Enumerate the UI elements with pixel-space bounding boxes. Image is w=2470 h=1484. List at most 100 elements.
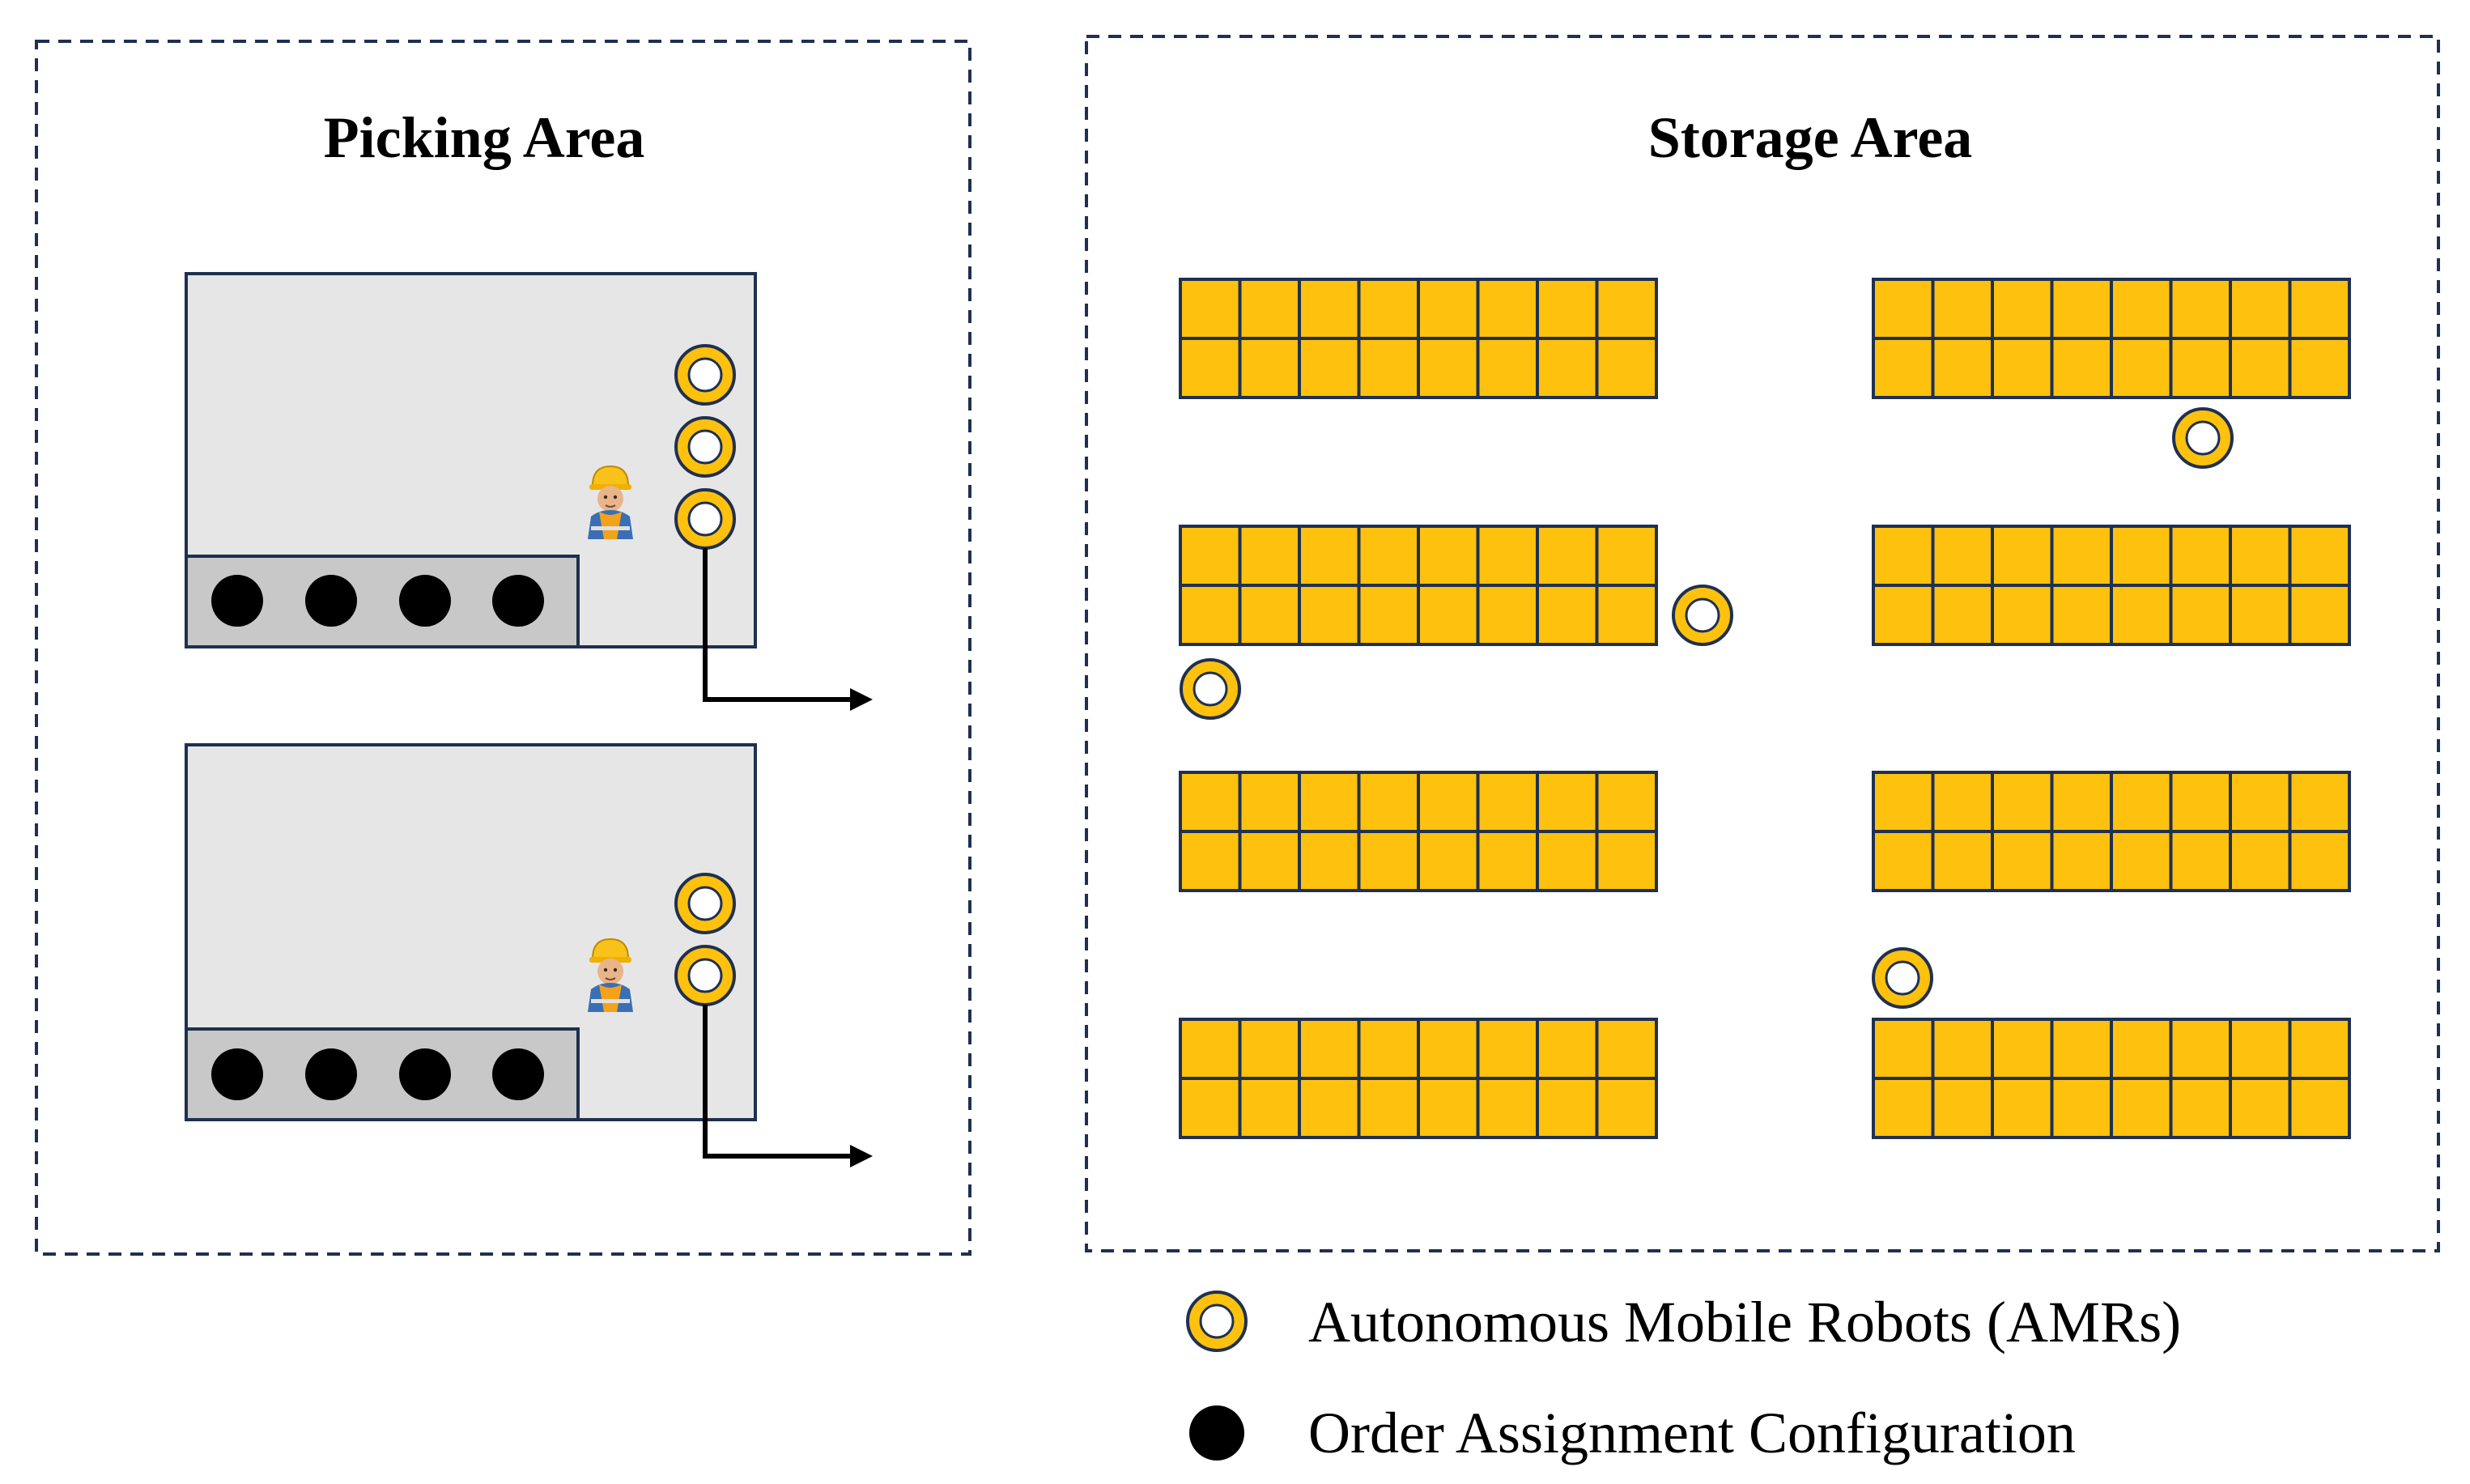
shelf-cell <box>2169 278 2232 340</box>
shelf-cell <box>1179 525 1242 587</box>
shelf-cell <box>1872 337 1935 399</box>
shelf-cell <box>1357 1077 1420 1139</box>
shelf-cell <box>1238 278 1301 340</box>
shelf-cell <box>2169 771 2232 833</box>
order-dot-icon <box>211 1048 263 1100</box>
shelf-cell <box>1536 1077 1599 1139</box>
shelf-cell <box>1298 337 1361 399</box>
shelf-grid <box>1179 278 2351 1139</box>
amr-ring-icon <box>674 488 736 550</box>
shelf-cell <box>2050 525 2113 587</box>
shelf-rack <box>1872 278 2351 399</box>
shelf-cell <box>1595 278 1658 340</box>
shelf-cell <box>1179 278 1242 340</box>
shelf-cell <box>1872 1018 1935 1080</box>
shelf-cell <box>2169 525 2232 587</box>
legend-amr-label: Autonomous Mobile Robots (AMRs) <box>1308 1290 2181 1354</box>
shelf-cell <box>1536 1018 1599 1080</box>
shelf-cell <box>2288 525 2351 587</box>
amr-ring-icon <box>674 945 736 1006</box>
shelf-cell <box>1991 1077 2054 1139</box>
shelf-cell <box>1991 771 2054 833</box>
shelf-rack <box>1179 278 1658 399</box>
shelf-cell <box>2050 1018 2113 1080</box>
amr-ring-icon <box>2172 407 2234 469</box>
shelf-cell <box>1872 830 1935 892</box>
shelf-cell <box>1298 584 1361 646</box>
amr-queue <box>674 344 736 550</box>
shelf-cell <box>2229 278 2292 340</box>
shelf-cell <box>1298 830 1361 892</box>
shelf-cell <box>2050 278 2113 340</box>
shelf-cell <box>2169 830 2232 892</box>
shelf-cell <box>1536 278 1599 340</box>
shelf-cell <box>1476 337 1539 399</box>
shelf-rack <box>1872 1018 2351 1139</box>
shelf-cell <box>1357 337 1420 399</box>
shelf-cell <box>1536 525 1599 587</box>
shelf-cell <box>1417 525 1480 587</box>
shelf-cell <box>1595 1077 1658 1139</box>
shelf-cell <box>1179 830 1242 892</box>
picking-station-2 <box>185 743 873 1167</box>
shelf-cell <box>2288 584 2351 646</box>
shelf-cell <box>2229 525 2292 587</box>
shelf-cell <box>1179 1018 1242 1080</box>
shelf-cell <box>1595 1018 1658 1080</box>
shelf-cell <box>2110 1018 2173 1080</box>
order-dot-icon <box>399 1048 451 1100</box>
shelf-cell <box>1298 1018 1361 1080</box>
shelf-cell <box>2050 1077 2113 1139</box>
shelf-cell <box>1238 337 1301 399</box>
shelf-cell <box>2288 337 2351 399</box>
shelf-cell <box>2229 1018 2292 1080</box>
shelf-cell <box>2169 1018 2232 1080</box>
shelf-cell <box>1595 525 1658 587</box>
shelf-cell <box>2110 584 2173 646</box>
shelf-cell <box>2050 584 2113 646</box>
shelf-cell <box>1991 1018 2054 1080</box>
storage-area-title: Storage Area <box>1648 105 1973 170</box>
storage-amrs <box>1180 407 2234 1009</box>
shelf-cell <box>1595 830 1658 892</box>
shelf-cell <box>1357 830 1420 892</box>
shelf-cell <box>2229 584 2292 646</box>
shelf-cell <box>2288 278 2351 340</box>
shelf-cell <box>2229 830 2292 892</box>
shelf-cell <box>1476 525 1539 587</box>
shelf-cell <box>2110 278 2173 340</box>
shelf-cell <box>1931 278 1994 340</box>
amr-queue <box>674 873 736 1006</box>
shelf-cell <box>1238 1018 1301 1080</box>
shelf-cell <box>2229 771 2292 833</box>
shelf-cell <box>1872 771 1935 833</box>
shelf-cell <box>2169 584 2232 646</box>
order-dot-icon <box>492 575 544 627</box>
shelf-cell <box>1536 584 1599 646</box>
shelf-cell <box>1238 525 1301 587</box>
shelf-cell <box>1991 337 2054 399</box>
shelf-cell <box>2110 525 2173 587</box>
shelf-cell <box>1417 278 1480 340</box>
shelf-cell <box>2050 830 2113 892</box>
shelf-cell <box>1417 1077 1480 1139</box>
order-dot-icon <box>399 575 451 627</box>
shelf-cell <box>2110 830 2173 892</box>
shelf-cell <box>2288 1077 2351 1139</box>
shelf-rack <box>1872 771 2351 892</box>
shelf-cell <box>1931 1077 1994 1139</box>
shelf-cell <box>1595 771 1658 833</box>
shelf-cell <box>2229 1077 2292 1139</box>
shelf-cell <box>1357 584 1420 646</box>
shelf-cell <box>1238 830 1301 892</box>
order-dot-icon <box>211 575 263 627</box>
shelf-cell <box>1179 771 1242 833</box>
shelf-cell <box>1991 830 2054 892</box>
shelf-cell <box>1298 278 1361 340</box>
shelf-cell <box>2110 1077 2173 1139</box>
shelf-cell <box>1991 278 2054 340</box>
legend-order: Order Assignment Configuration <box>1189 1401 2076 1465</box>
shelf-cell <box>2050 771 2113 833</box>
shelf-cell <box>1931 771 1994 833</box>
shelf-rack <box>1872 525 2351 646</box>
